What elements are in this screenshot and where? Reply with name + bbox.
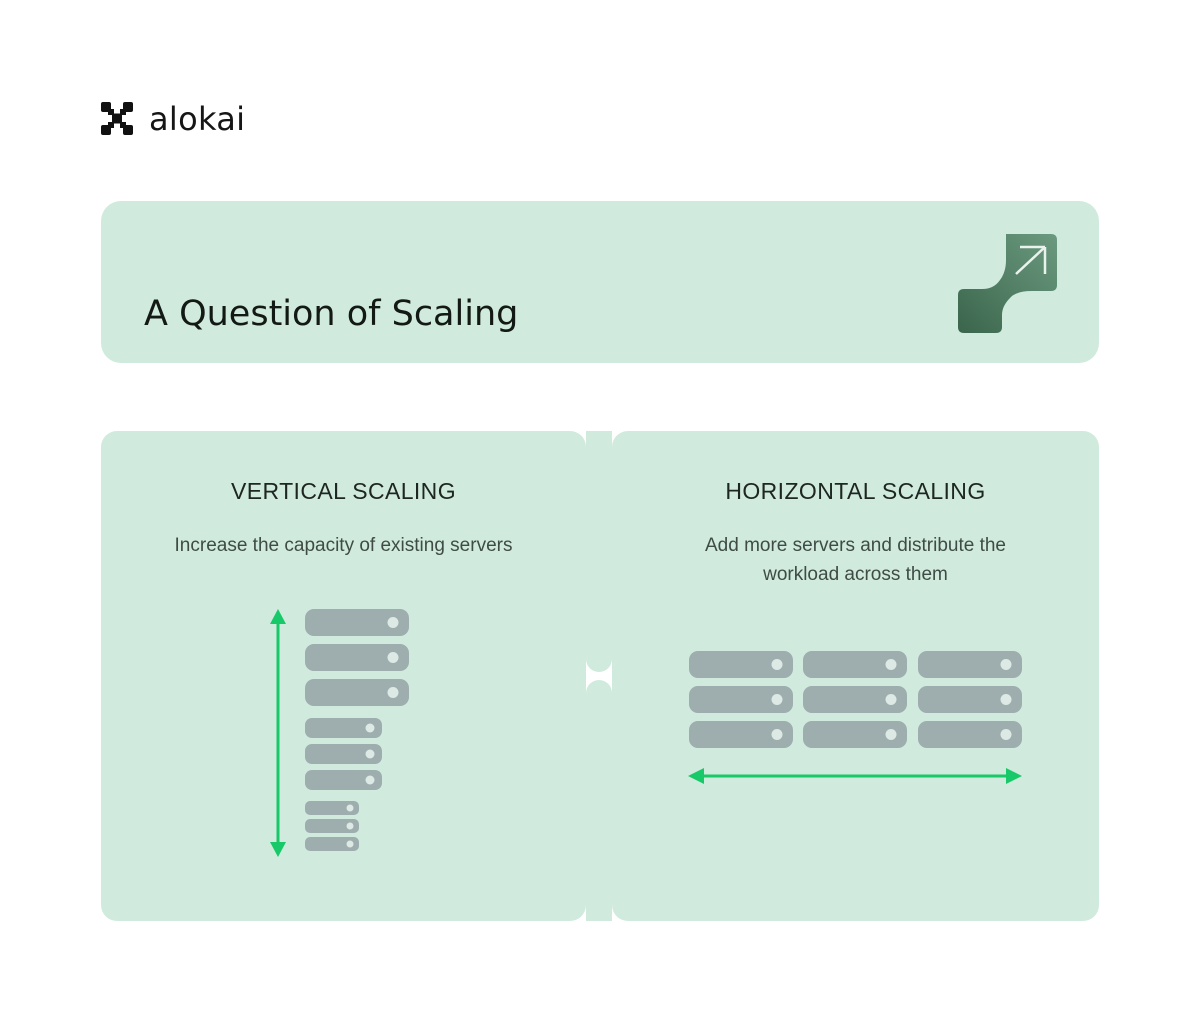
vertical-scaling-illustration: [270, 609, 409, 857]
server-rack-unit: [305, 744, 382, 764]
server-rack-unit: [918, 686, 1022, 713]
server-rack-unit: [305, 801, 359, 815]
horizontal-scaling-description: Add more servers and distribute the work…: [705, 535, 1006, 585]
vertical-scaling-description: Increase the capacity of existing server…: [174, 535, 513, 556]
panel-connector-lower: [586, 680, 612, 921]
server-rack-unit: [918, 651, 1022, 678]
horizontal-scaling-panel: HORIZONTAL SCALING Add more servers and …: [612, 431, 1099, 921]
server-rack-unit: [803, 651, 907, 678]
title-banner: A Question of Scaling: [101, 201, 1099, 363]
server-rack-unit: [803, 686, 907, 713]
scale-up-arrow-icon: [958, 234, 1057, 333]
server-rack-unit: [305, 819, 359, 833]
alokai-logo-icon: [101, 102, 133, 135]
server-rack-unit: [305, 770, 382, 790]
vertical-scaling-panel: VERTICAL SCALING Increase the capacity o…: [101, 431, 586, 921]
page-title: A Question of Scaling: [144, 294, 519, 334]
horizontal-double-arrow-icon: [688, 768, 1022, 784]
server-stack-medium: [305, 718, 382, 790]
server-rack-unit: [305, 644, 409, 671]
panel-connector-upper: [586, 431, 612, 672]
server-rack-unit: [689, 686, 793, 713]
brand-name: alokai: [149, 99, 246, 138]
server-rack-unit: [305, 609, 409, 636]
server-rack-unit: [803, 721, 907, 748]
server-rack-unit: [305, 679, 409, 706]
server-rack-unit: [918, 721, 1022, 748]
vertical-double-arrow-icon: [270, 609, 286, 857]
server-stack-small: [305, 801, 359, 851]
server-rack-unit: [305, 718, 382, 738]
server-grid: [689, 651, 1022, 748]
server-stack-large: [305, 609, 409, 706]
server-rack-unit: [689, 651, 793, 678]
horizontal-scaling-title: HORIZONTAL SCALING: [725, 478, 986, 504]
server-rack-unit: [689, 721, 793, 748]
brand-logo: alokai: [101, 102, 245, 135]
vertical-scaling-title: VERTICAL SCALING: [231, 478, 456, 504]
server-rack-unit: [305, 837, 359, 851]
horizontal-scaling-illustration: [688, 651, 1022, 784]
